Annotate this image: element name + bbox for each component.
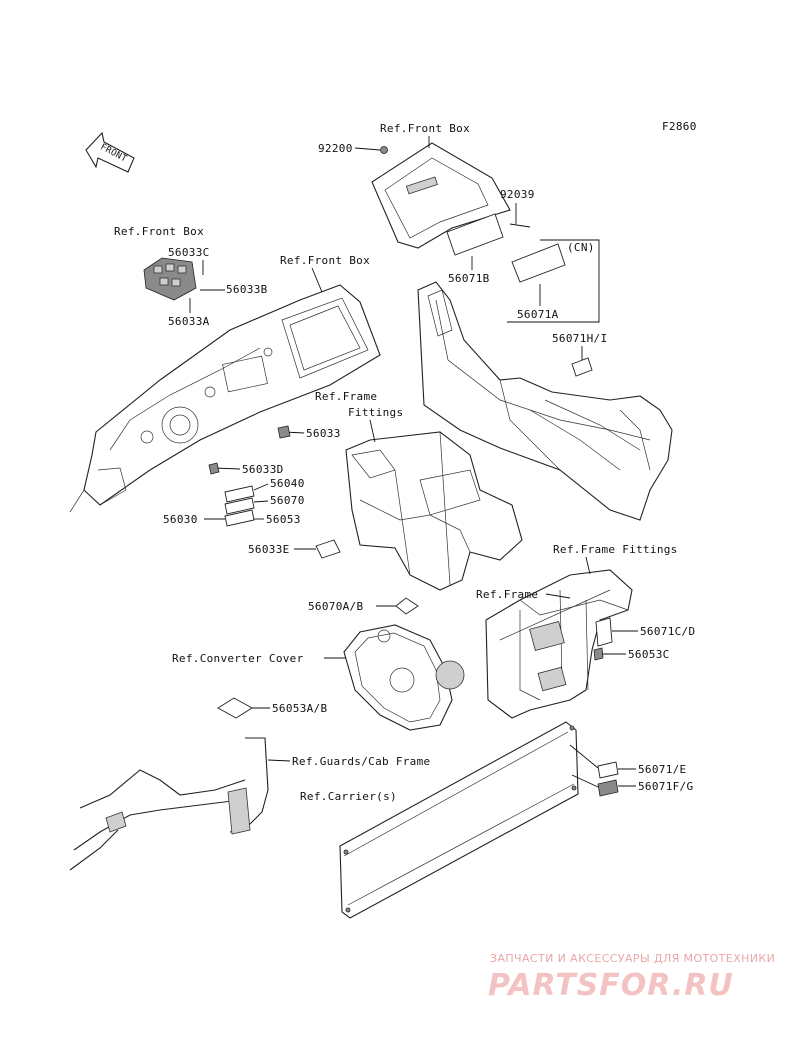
ref-frame: Ref.Frame bbox=[476, 588, 538, 601]
frame-drawing bbox=[485, 569, 633, 719]
part-92039: 92039 bbox=[500, 188, 535, 201]
label-56071HI-shape bbox=[571, 357, 593, 377]
label-56071B-shape bbox=[446, 213, 504, 256]
frame-fittings-drawing bbox=[345, 431, 523, 591]
label-cn: (CN) bbox=[567, 241, 595, 254]
part-56033B: 56033B bbox=[226, 283, 268, 296]
converter-cover-drawing bbox=[343, 624, 465, 731]
carrier-panel-drawing bbox=[339, 721, 579, 919]
part-56053: 56053 bbox=[266, 513, 301, 526]
ref-converter-cover: Ref.Converter Cover bbox=[172, 652, 304, 665]
labels-stack-drawing bbox=[224, 485, 255, 527]
part-56033C: 56033C bbox=[168, 246, 210, 259]
part-56033E: 56033E bbox=[248, 543, 290, 556]
label-56053AB-shape bbox=[217, 697, 253, 719]
label-56071CD-shape bbox=[595, 617, 613, 647]
ref-front-box-top: Ref.Front Box bbox=[380, 122, 470, 135]
ref-front-box-left: Ref.Front Box bbox=[114, 225, 204, 238]
part-56070: 56070 bbox=[270, 494, 305, 507]
label-56071FG-shape bbox=[597, 779, 619, 797]
dashboard-drawing bbox=[69, 284, 381, 513]
cab-frame-drawing bbox=[69, 737, 269, 871]
label-56070AB-shape bbox=[395, 597, 419, 615]
part-56071B: 56071B bbox=[448, 272, 490, 285]
ref-front-box-mid: Ref.Front Box bbox=[280, 254, 370, 267]
part-56033A: 56033A bbox=[168, 315, 210, 328]
part-56033D: 56033D bbox=[242, 463, 284, 476]
part-56053C: 56053C bbox=[628, 648, 670, 661]
label-56071A-shape bbox=[511, 243, 566, 283]
part-56071E: 56071/E bbox=[638, 763, 686, 776]
part-56053AB: 56053A/B bbox=[272, 702, 327, 715]
ref-carriers: Ref.Carrier(s) bbox=[300, 790, 397, 803]
floor-pan-drawing bbox=[417, 281, 673, 521]
ref-frame-fittings-a: Ref.Frame bbox=[315, 390, 377, 403]
part-56071HI: 56071H/I bbox=[552, 332, 607, 345]
part-56040: 56040 bbox=[270, 477, 305, 490]
part-56071A: 56071A bbox=[517, 308, 559, 321]
part-56071CD: 56071C/D bbox=[640, 625, 695, 638]
watermark-logo: PARTSFOR.RU bbox=[488, 968, 734, 1003]
label-56033E-shape bbox=[315, 539, 341, 559]
part-92200: 92200 bbox=[318, 142, 353, 155]
part-56033: 56033 bbox=[306, 427, 341, 440]
part-56070AB: 56070A/B bbox=[308, 600, 363, 613]
part-56030: 56030 bbox=[163, 513, 198, 526]
watermark-caption: ЗАПЧАСТИ И АКСЕССУАРЫ ДЛЯ МОТОТЕХНИКИ bbox=[490, 952, 775, 965]
ref-guards-cab-frame: Ref.Guards/Cab Frame bbox=[292, 755, 430, 768]
front-arrow-icon: FRONT bbox=[85, 131, 135, 173]
figure-code: F2860 bbox=[662, 120, 697, 133]
switch-cluster-drawing bbox=[143, 257, 197, 301]
ref-frame-fittings-b: Fittings bbox=[348, 406, 403, 419]
ref-frame-fittings-right: Ref.Frame Fittings bbox=[553, 543, 678, 556]
label-56071E-shape bbox=[597, 761, 619, 779]
part-56071FG: 56071F/G bbox=[638, 780, 693, 793]
